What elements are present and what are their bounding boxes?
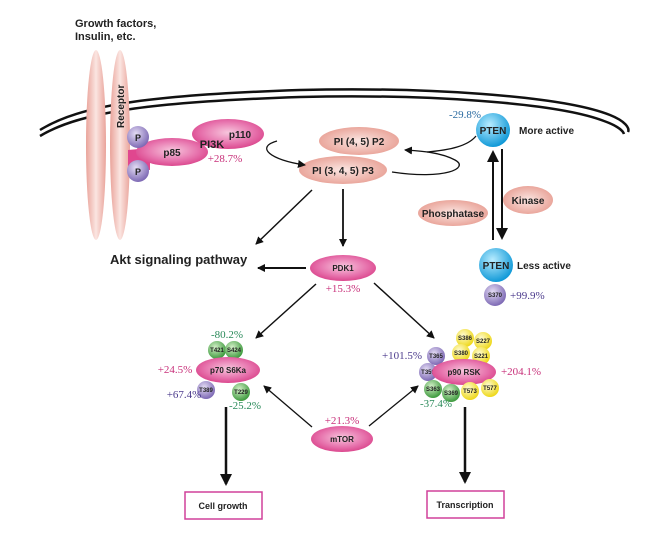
p70-t229-label: T229	[234, 390, 248, 396]
pten-s370-label: S370	[488, 293, 503, 299]
p90-s386-label: S386	[458, 336, 473, 342]
p85-node	[136, 138, 208, 166]
mtor-to-p90-arrow	[368, 385, 419, 427]
p90-site-t577	[481, 379, 499, 397]
p70-t389-label: T389	[199, 388, 213, 394]
pten-to-loop-line	[426, 135, 477, 153]
pten-inactive-node	[479, 248, 513, 282]
pdk1-to-p90-arrow	[373, 282, 435, 339]
p90-t577-label: T577	[483, 386, 497, 392]
p70-site-t421	[208, 341, 226, 359]
phospho-site-bottom	[127, 160, 149, 182]
p90-change: +204.1%	[501, 366, 541, 378]
pi3k-conversion-arrow	[266, 140, 306, 168]
p70-node	[196, 357, 260, 383]
cell-growth-box	[184, 491, 263, 520]
pi3k-change: +28.7%	[208, 153, 243, 165]
p90-site-t365	[427, 347, 445, 365]
pip2-label: PI (4, 5) P2	[334, 137, 385, 148]
p90-s363-label: S363	[426, 387, 441, 393]
pdk1-node	[310, 255, 376, 281]
p90-s369-label: S369	[444, 391, 459, 397]
mtor-change: +21.3%	[325, 415, 360, 427]
growth-factors-label: Growth factors,	[75, 18, 156, 30]
p90-node	[432, 359, 496, 385]
p90-site-t359	[419, 363, 437, 381]
phospho-bottom-label: P	[135, 167, 141, 177]
p70-t421-label: T421	[210, 348, 224, 354]
p70-site-s424	[225, 341, 243, 359]
pip3-to-akt-arrow	[255, 189, 313, 245]
p90-s380-label: S380	[454, 351, 469, 357]
p70-site-t229	[232, 383, 250, 401]
cell-membrane	[39, 88, 630, 138]
pten-active-change: -29.8%	[449, 109, 481, 121]
p110-label: p110	[229, 130, 252, 141]
p90-rsk-complex: S386 S227 S380 S221 T365 T359 +101.5% p9…	[382, 329, 541, 410]
p90-t573-label: T573	[463, 389, 477, 395]
p70-change: +24.5%	[158, 364, 193, 376]
p70-t421-s424-change: -80.2%	[211, 329, 243, 341]
mtor-to-p70-arrow	[263, 385, 313, 428]
pten-inactive-label: PTEN	[483, 261, 510, 272]
p90-t359-label: T359	[421, 370, 435, 376]
pip3-node	[299, 156, 387, 184]
p90-s221-label: S221	[474, 354, 489, 360]
phosphatase-label: Phosphatase	[422, 209, 485, 220]
p90-site-s369	[442, 384, 460, 402]
mtor-node	[311, 426, 373, 452]
p90-site-s363	[424, 380, 442, 398]
receptor-label: Receptor	[116, 85, 127, 128]
transcription-label: Transcription	[436, 500, 493, 510]
p110-node	[192, 119, 264, 149]
pdk1-to-p70-arrow	[255, 283, 317, 339]
phospho-site-top	[127, 126, 149, 148]
p90-label: p90 RSK	[448, 368, 481, 377]
phosphatase-node	[418, 200, 488, 226]
p90-site-s380	[452, 344, 470, 362]
insulin-label: Insulin, etc.	[75, 31, 136, 43]
receptor-left	[86, 50, 106, 240]
pip2-node	[319, 127, 399, 155]
kinase-node	[503, 186, 553, 214]
pdk1-change: +15.3%	[326, 283, 361, 295]
p90-site-s227	[474, 332, 492, 350]
p70-site-t389	[197, 381, 215, 399]
akt-pathway-label: Akt signaling pathway	[110, 252, 248, 267]
pten-active-node	[476, 113, 510, 147]
mtor-label: mTOR	[330, 435, 354, 444]
phospho-top-label: P	[135, 133, 141, 143]
kinase-label: Kinase	[512, 196, 545, 207]
p90-site-t573	[461, 382, 479, 400]
p90-t365-label: T365	[429, 354, 443, 360]
pi3k-label: PI3K	[200, 139, 225, 151]
p85-label: p85	[163, 148, 181, 159]
p70-t389-change: +67.4%	[167, 389, 202, 401]
pten-s370-change: +99.9%	[510, 290, 545, 302]
pten-s370-site	[484, 284, 506, 306]
less-active-label: Less active	[517, 261, 571, 272]
receptor-right	[110, 50, 130, 240]
pten-active-label: PTEN	[480, 126, 507, 137]
p90-s363-s369-change: -37.4%	[420, 398, 452, 410]
p70-t229-change: -25.2%	[229, 400, 261, 412]
p70-s424-label: S424	[227, 348, 242, 354]
transcription-box	[426, 490, 505, 519]
more-active-label: More active	[519, 126, 574, 137]
p70-label: p70 S6Ka	[210, 366, 247, 375]
pdk1-label: PDK1	[332, 264, 354, 273]
p90-t365-t359-change: +101.5%	[382, 350, 422, 362]
p90-s227-label: S227	[476, 339, 491, 345]
p70-s6k-complex: -80.2% T421 S424 p70 S6Ka +24.5% T389 +6…	[158, 329, 261, 412]
p90-site-s386	[456, 329, 474, 347]
pip3-label: PI (3, 4, 5) P3	[312, 166, 374, 177]
cell-growth-label: Cell growth	[199, 501, 248, 511]
pten-conversion-arrow	[391, 146, 460, 176]
